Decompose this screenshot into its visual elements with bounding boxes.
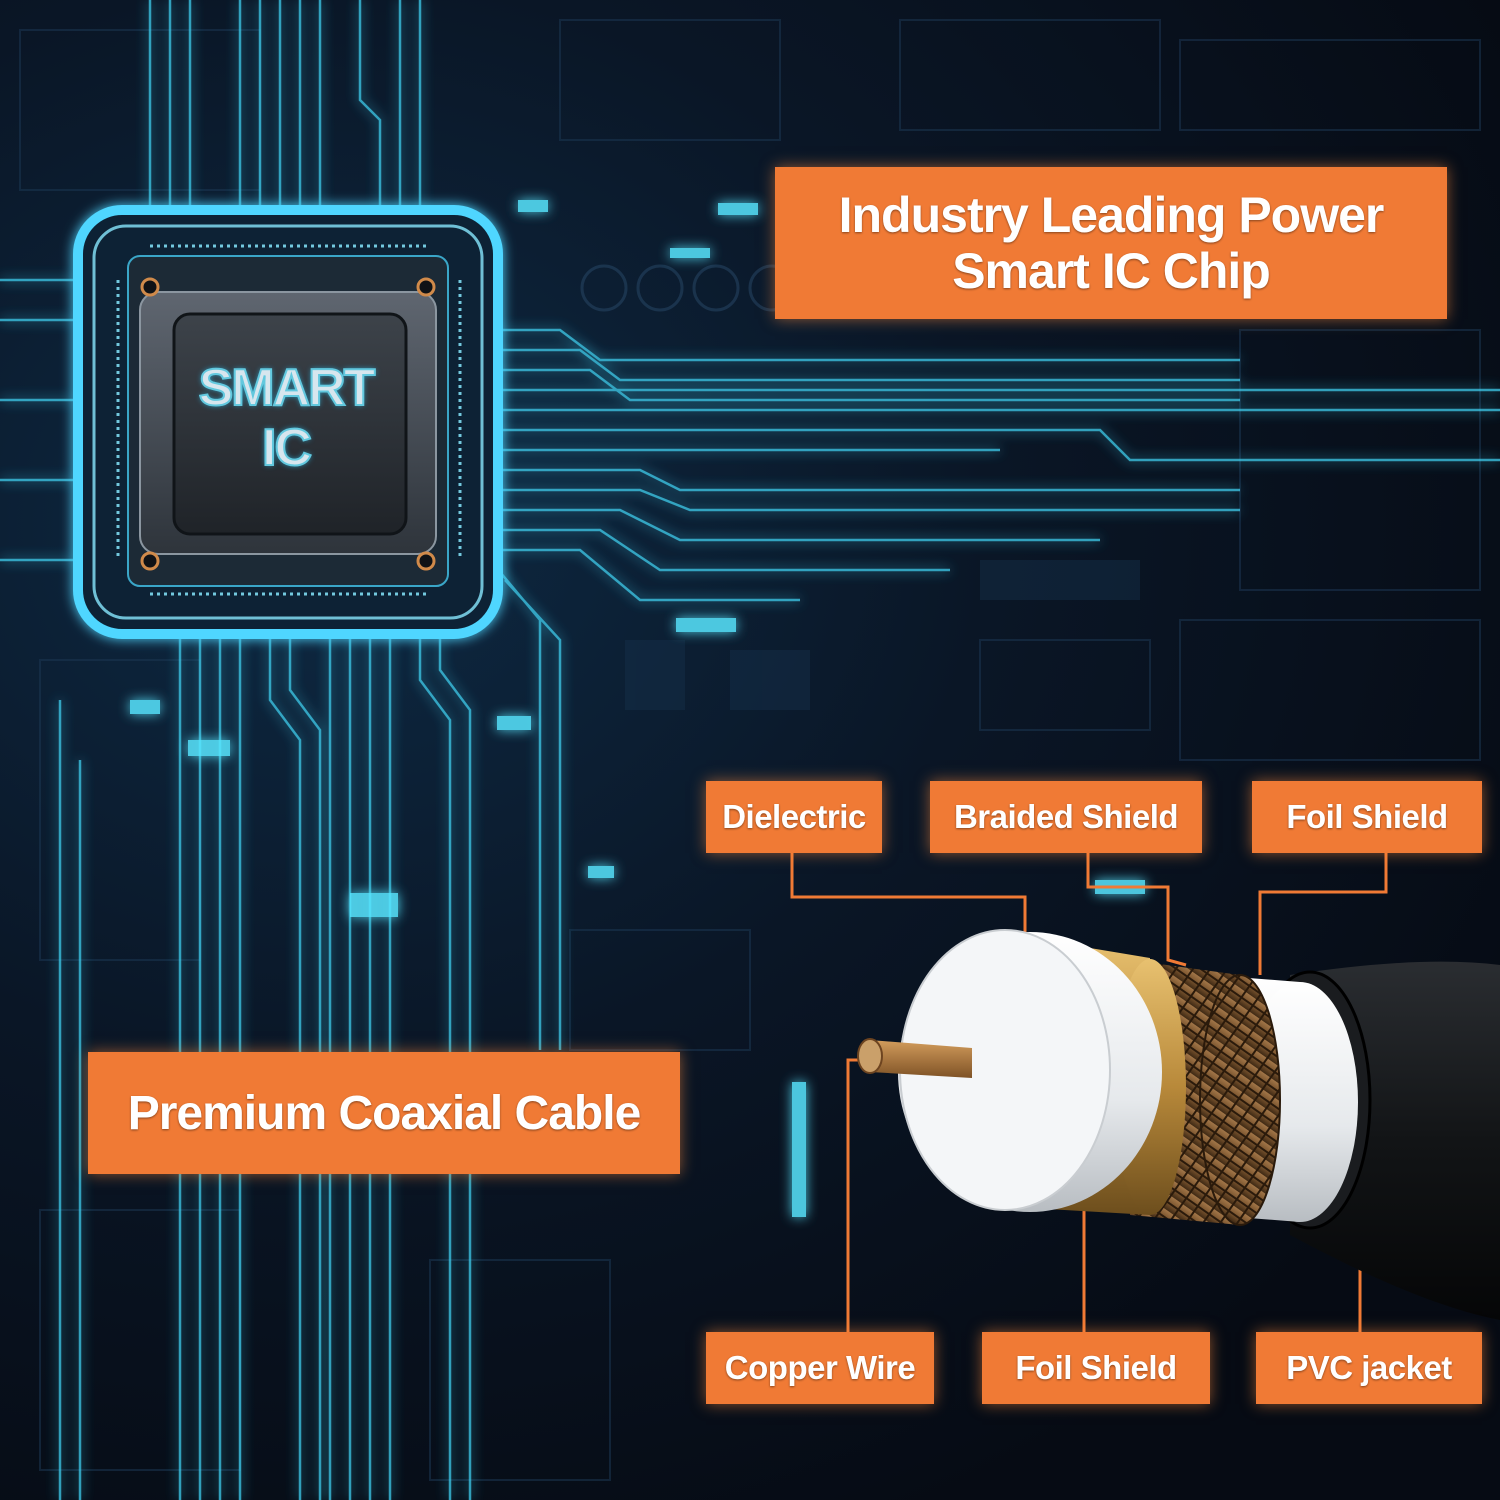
chip-label-line1: SMART [198,358,377,418]
callout-foil-shield-bottom: Foil Shield [982,1332,1210,1404]
chip-label-line2: IC [261,418,313,478]
callout-copper-wire: Copper Wire [706,1332,934,1404]
callout-pvc-jacket: PVC jacket [1256,1332,1482,1404]
headline-line2: Smart IC Chip [952,243,1271,299]
headline-banner: Industry Leading Power Smart IC Chip [775,167,1447,319]
headline-line1: Industry Leading Power [838,187,1385,243]
coaxial-cable-cross-section [857,929,1500,1320]
callout-braided-shield: Braided Shield [930,781,1202,853]
callout-dielectric: Dielectric [706,781,882,853]
smart-ic-chip [73,205,503,639]
callout-foil-shield-top: Foil Shield [1252,781,1482,853]
premium-coaxial-cable-banner: Premium Coaxial Cable [88,1052,680,1174]
chip-label: SMART IC [178,358,394,478]
